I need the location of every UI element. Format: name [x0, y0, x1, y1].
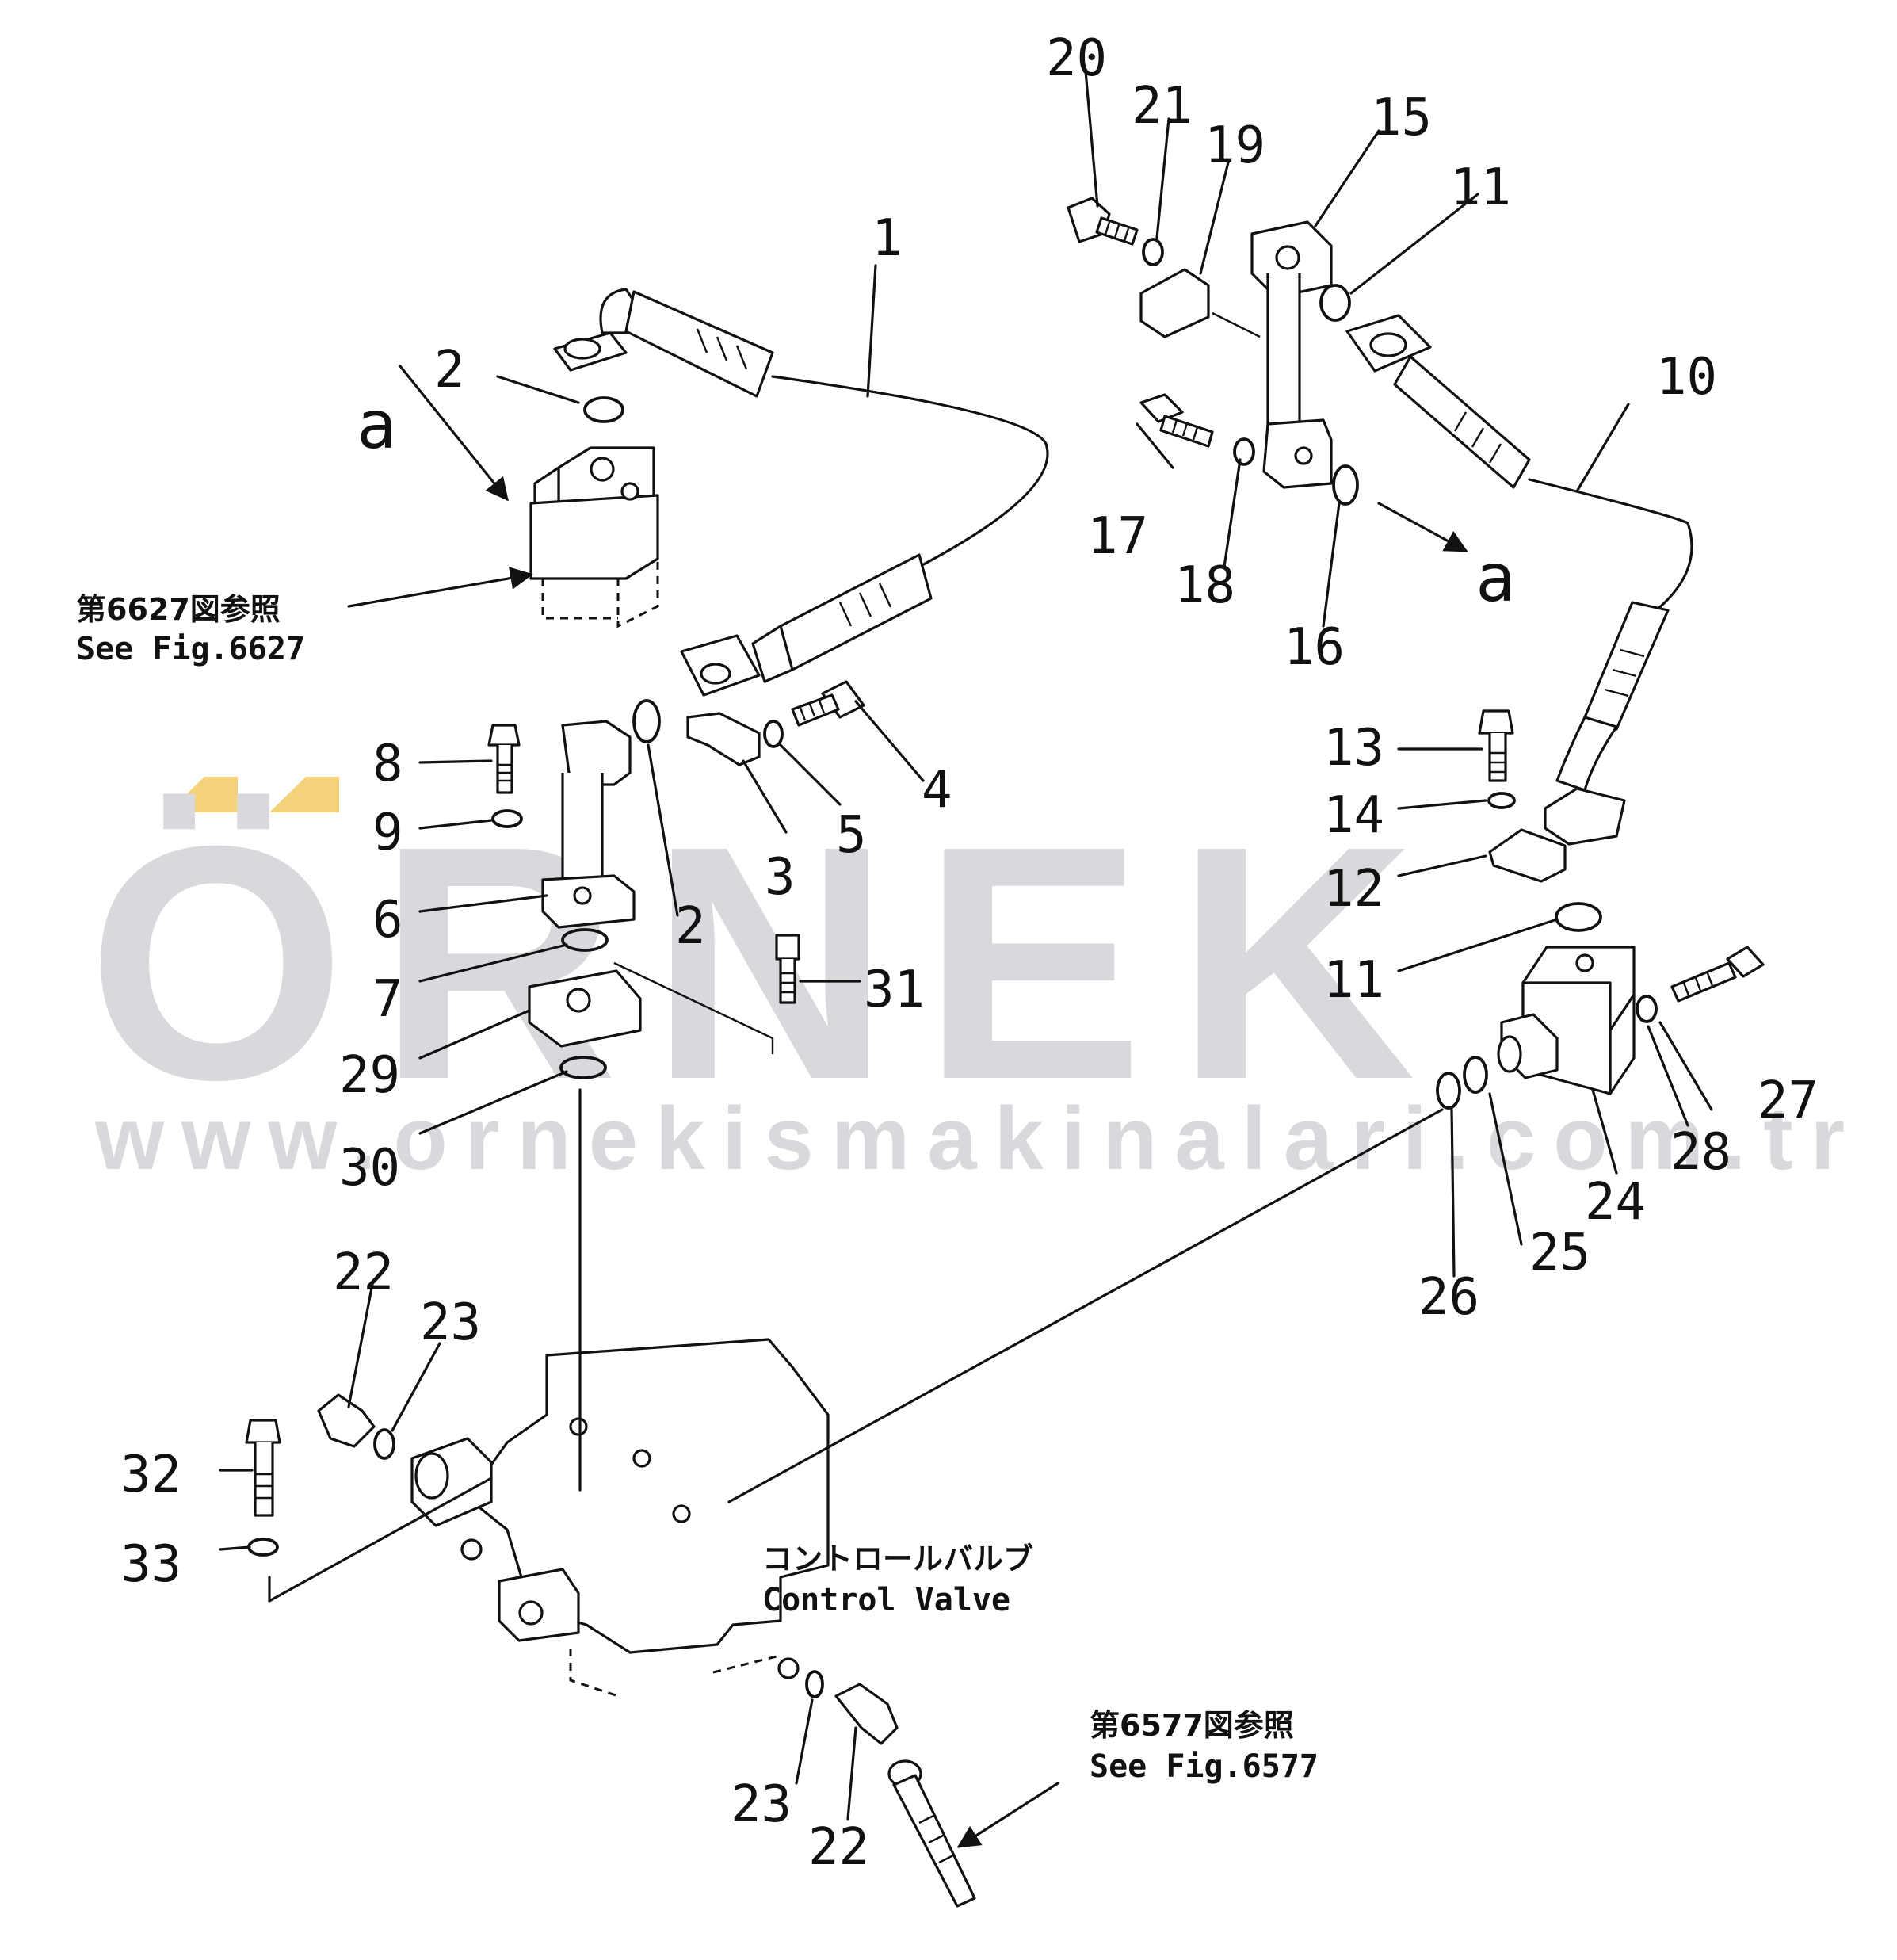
o-ring-30: [559, 1056, 607, 1079]
hose-6577: [887, 1759, 976, 1908]
callout-30: 30: [339, 1139, 400, 1198]
bolt-20: [1067, 197, 1139, 246]
callout-2-upper: 2: [434, 341, 465, 399]
hose-1: [553, 288, 1049, 697]
washer-21: [1142, 238, 1164, 266]
watermark-accent-left: [168, 777, 238, 812]
callout-15: 15: [1371, 89, 1432, 147]
view-label-a-right: a: [1475, 539, 1516, 617]
callout-6: 6: [372, 891, 403, 949]
o-ring-2-upper: [583, 396, 624, 423]
callout-23-upper: 23: [420, 1293, 481, 1352]
reference-control-valve: コントロールバルブ Control Valve: [762, 1542, 1033, 1618]
o-ring-25: [1463, 1056, 1488, 1094]
washer-5: [763, 720, 784, 748]
bolt-8: [487, 724, 521, 794]
callout-21: 21: [1132, 77, 1193, 136]
ref-6577-ja: 第6577図参照: [1090, 1708, 1294, 1743]
bolt-31: [775, 934, 800, 1004]
washer-14: [1487, 792, 1516, 809]
reference-fig-6627: 第6627図参照 See Fig.6627: [76, 592, 305, 667]
callout-31: 31: [864, 961, 925, 1019]
callout-13: 13: [1323, 719, 1384, 778]
control-valve-en: Control Valve: [762, 1582, 1010, 1618]
callout-7: 7: [372, 970, 403, 1029]
callout-1: 1: [872, 209, 903, 268]
half-clamp-19: [1139, 268, 1210, 338]
o-ring-11-upper: [1319, 284, 1351, 322]
washer-18: [1233, 437, 1255, 466]
reference-fig-6577: 第6577図参照 See Fig.6577: [1090, 1708, 1319, 1785]
bolt-17: [1139, 393, 1214, 448]
watermark: ÖRNEK www.ornekismakinalari.com.tr: [87, 777, 1862, 1188]
leader-lines: [219, 70, 1713, 1848]
callout-22-lower: 22: [808, 1818, 869, 1877]
bolt-27: [1670, 946, 1765, 1003]
half-clamp-12: [1488, 828, 1567, 883]
callout-3: 3: [765, 848, 796, 907]
callout-25: 25: [1529, 1224, 1590, 1282]
watermark-brand: ÖRNEK: [87, 778, 1448, 1149]
callout-22-upper: 22: [333, 1244, 394, 1302]
callout-26: 26: [1418, 1268, 1479, 1327]
callout-18: 18: [1174, 556, 1235, 615]
flange-29: [528, 961, 774, 1054]
ref-6577-en: See Fig.6577: [1090, 1748, 1319, 1785]
bolt-32: [245, 1419, 281, 1517]
bolt-13: [1478, 709, 1514, 782]
callout-4: 4: [922, 761, 952, 820]
watermark-accent-right: [269, 777, 339, 812]
callout-9: 9: [372, 804, 403, 862]
o-ring-11-lower: [1555, 902, 1602, 932]
callout-20: 20: [1046, 29, 1107, 88]
o-ring-16: [1332, 464, 1359, 506]
hose-10: [1345, 314, 1693, 846]
callout-11-upper: 11: [1450, 159, 1511, 217]
bolt-4: [791, 680, 865, 727]
callout-27: 27: [1758, 1072, 1819, 1130]
callout-29: 29: [339, 1046, 400, 1105]
callout-14: 14: [1323, 786, 1384, 845]
elbow-22-lower: [834, 1683, 899, 1745]
pilot-block-a: [529, 446, 659, 628]
o-ring-7: [561, 928, 609, 952]
ref-6627-en: See Fig.6627: [76, 631, 305, 667]
callout-numbers: 1 2 2 3 4 5 6 7 8 9 10 11 11 12 13 14 15…: [120, 29, 1819, 1877]
watermark-url: www.ornekismakinalari.com.tr: [94, 1089, 1862, 1188]
view-label-a-left: a: [357, 386, 397, 464]
callout-8: 8: [372, 735, 403, 793]
callout-12: 12: [1323, 860, 1384, 919]
elbow-15: [1250, 220, 1333, 489]
callout-33: 33: [120, 1535, 181, 1594]
callout-23-lower: 23: [731, 1775, 792, 1834]
o-ring-23-lower: [805, 1670, 824, 1698]
control-valve-ja: コントロールバルブ: [762, 1542, 1033, 1576]
callout-28: 28: [1670, 1123, 1731, 1182]
block-24: [1497, 946, 1636, 1095]
ref-6627-ja: 第6627図参照: [76, 592, 281, 627]
elbow-6: [541, 720, 636, 929]
callout-10: 10: [1656, 348, 1717, 407]
callout-19: 19: [1204, 117, 1265, 175]
half-clamp-3: [686, 712, 761, 766]
washer-28: [1636, 995, 1658, 1023]
o-ring-2-lower: [632, 699, 661, 743]
callout-17: 17: [1087, 507, 1148, 566]
callout-11-lower: 11: [1323, 951, 1384, 1010]
callout-16: 16: [1284, 618, 1345, 677]
elbow-22-upper: [317, 1393, 376, 1448]
callout-5: 5: [836, 806, 867, 865]
callout-32: 32: [120, 1446, 181, 1504]
washer-9: [491, 809, 523, 828]
washer-33: [247, 1538, 279, 1557]
control-valve: [268, 1108, 1444, 1698]
o-ring-23-upper: [373, 1428, 395, 1460]
o-ring-26: [1436, 1072, 1461, 1110]
callout-24: 24: [1585, 1173, 1646, 1232]
callout-2-lower: 2: [675, 897, 706, 956]
